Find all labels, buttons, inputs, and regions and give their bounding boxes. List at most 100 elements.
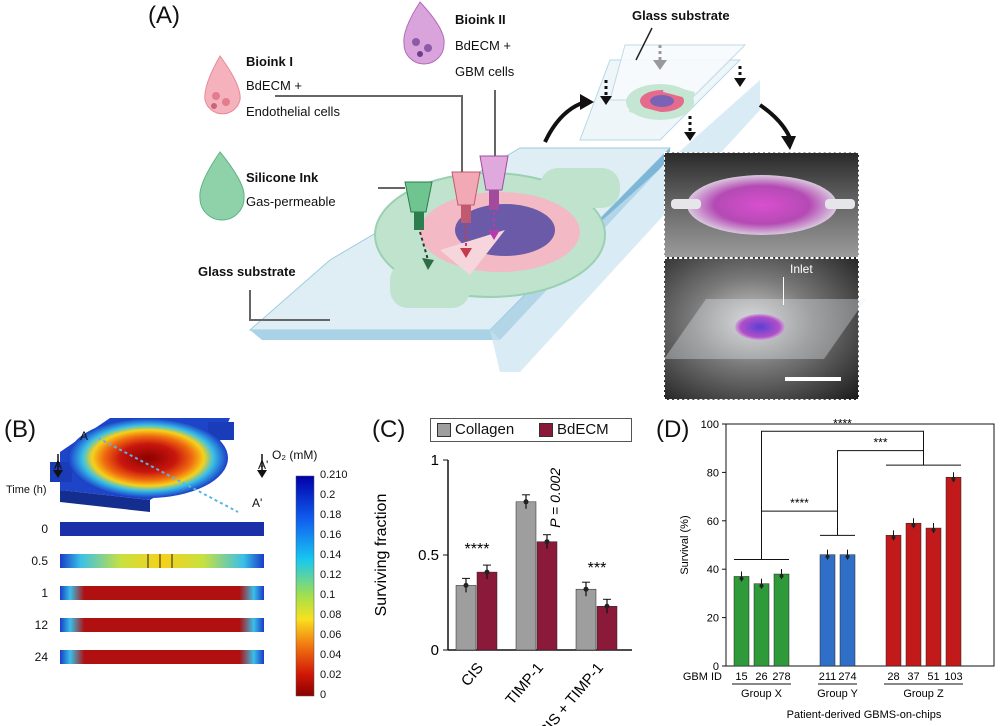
gbm-id-header: GBM ID	[683, 671, 722, 683]
colorbar-tick-label: 0.06	[320, 629, 342, 641]
strip-label-a-prime: A'	[258, 458, 269, 472]
bar	[536, 541, 558, 651]
syringe-bioink2	[479, 155, 509, 240]
colorbar-tick-label: 0.02	[320, 669, 342, 681]
silicone-drop	[199, 151, 245, 221]
strip-0.5	[60, 554, 264, 568]
legend-swatch-collagen	[437, 423, 451, 437]
bar	[476, 571, 498, 651]
panel-b-diagram	[50, 418, 315, 697]
legend-label-collagen: Collagen	[455, 421, 515, 438]
bar	[925, 527, 942, 667]
data-point	[951, 477, 956, 482]
data-point	[911, 523, 916, 528]
colorbar-tick-label: 0.210	[320, 469, 348, 481]
colorbar-tick-label: 0.18	[320, 509, 342, 521]
bar	[753, 583, 770, 667]
bar	[773, 573, 790, 667]
bioink2-title: Bioink II	[455, 12, 506, 27]
y-tick-label: 0.5	[418, 547, 439, 564]
significance-annotation: ****	[465, 541, 490, 558]
bioink2-drop	[403, 1, 445, 65]
colorbar-tick-label: 0.14	[320, 549, 342, 561]
panel-b-letter: (B)	[4, 416, 36, 443]
chip-photo-top	[664, 152, 859, 258]
top-chip-schematic	[579, 27, 747, 141]
panel-a-diagram	[199, 1, 796, 372]
bar	[515, 501, 537, 651]
time-tick-label: 12	[34, 618, 48, 632]
time-tick-label: 1	[41, 586, 48, 600]
x-tick-label: CIS	[458, 660, 487, 690]
y-tick-label: 0	[431, 642, 439, 659]
gbm-id-label: 274	[838, 671, 856, 683]
significance-annotation: ****	[833, 416, 852, 430]
group-label: Group Z	[903, 688, 944, 700]
colorbar-title: O₂ (mM)	[272, 448, 318, 462]
x-axis-label: Patient-derived GBMS-on-chips	[787, 709, 942, 721]
data-point	[604, 603, 610, 609]
panel-c-legend: Collagen BdECM	[430, 418, 632, 442]
data-point	[484, 569, 490, 575]
y-tick-label: 20	[707, 613, 719, 625]
inlet-label: Inlet	[790, 262, 813, 276]
time-label: Time (h)	[6, 484, 47, 496]
significance-bracket	[761, 430, 924, 560]
colorbar-tick-label: 0.04	[320, 649, 342, 661]
strip-1	[60, 586, 264, 600]
data-point	[931, 528, 936, 533]
glass-substrate-label-top: Glass substrate	[632, 8, 730, 23]
colorbar-tick-label: 0.16	[320, 529, 342, 541]
panel-d-letter: (D)	[656, 416, 690, 443]
label-a-prime-3d: A'	[252, 496, 263, 510]
bar	[905, 522, 922, 667]
data-point	[463, 582, 469, 588]
gbm-id-label: 15	[735, 671, 747, 683]
gbm-id-label: 103	[944, 671, 962, 683]
y-tick-label: 80	[707, 467, 719, 479]
significance-annotation: ***	[588, 560, 607, 577]
y-tick-label: 1	[431, 452, 439, 469]
bar	[885, 535, 902, 667]
bar	[945, 476, 962, 667]
data-point	[583, 586, 589, 592]
bioink1-line1: BdECM +	[246, 78, 302, 93]
data-point	[891, 535, 896, 540]
time-tick-label: 0	[41, 522, 48, 536]
y-axis-label: Surviving fraction	[373, 494, 390, 617]
silicone-line1: Gas-permeable	[246, 194, 336, 209]
silicone-outlet	[540, 168, 620, 208]
legend-swatch-bdecm	[539, 423, 553, 437]
plot-frame	[725, 423, 995, 667]
chip-photo-bottom	[663, 258, 867, 400]
strip-24	[60, 650, 264, 664]
data-point	[544, 539, 550, 545]
strip-0	[60, 522, 264, 536]
colorbar-tick-label: 0.12	[320, 569, 342, 581]
colorbar-tick-label: 0.1	[320, 589, 336, 601]
p-value-annotation: P = 0.002	[547, 468, 563, 528]
strip-12	[60, 618, 264, 632]
bar	[839, 554, 856, 667]
group-label: Group Y	[817, 688, 858, 700]
syringe-bioink1	[451, 171, 481, 258]
y-tick-label: 100	[701, 419, 719, 431]
syringe-silicone	[404, 181, 434, 270]
time-tick-label: 24	[34, 650, 48, 664]
gbm-id-label: 37	[907, 671, 919, 683]
bioink1-line2: Endothelial cells	[246, 104, 340, 119]
gbm-id-label: 278	[772, 671, 790, 683]
silicone-inlet	[390, 262, 470, 308]
colorbar-tick-label: 0	[320, 689, 327, 701]
data-point	[825, 554, 830, 559]
bar	[819, 554, 836, 667]
x-tick-label: CIS + TIMP-1	[536, 660, 608, 726]
time-tick-label: 0.5	[31, 554, 48, 568]
bar	[455, 585, 477, 651]
significance-annotation: ***	[873, 436, 887, 450]
gbm-id-label: 51	[927, 671, 939, 683]
gbm-id-label: 28	[887, 671, 899, 683]
data-point	[779, 574, 784, 579]
strip-label-a: A	[54, 458, 63, 472]
